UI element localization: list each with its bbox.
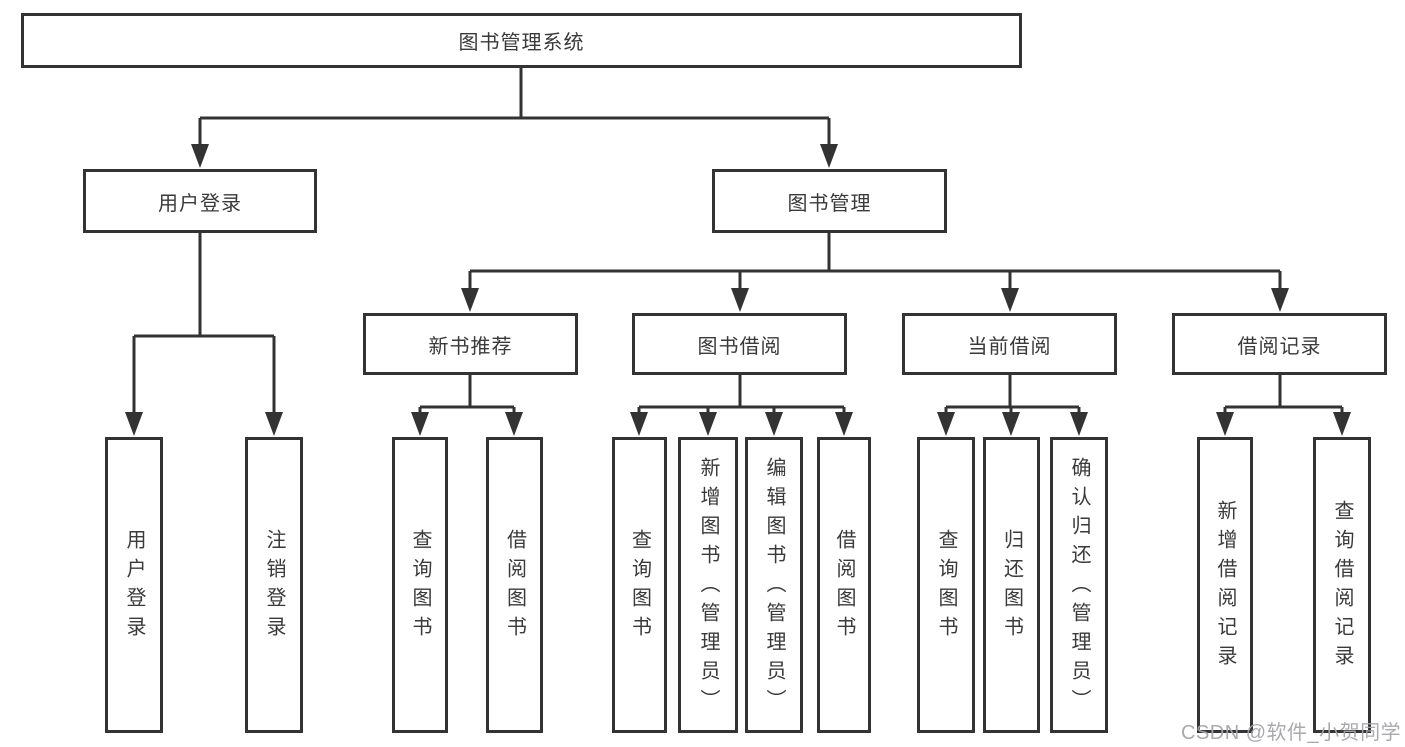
csdn-watermark: CSDN @软件_小贺同学 xyxy=(1181,722,1402,744)
arrow-icon xyxy=(820,144,838,168)
leaf-br-query-record: 查询借阅记录 xyxy=(1313,437,1371,733)
leaf-bb-query-book: 查询图书 xyxy=(612,437,667,733)
connector-book-mgmt xyxy=(468,233,1282,290)
node-new-book-rec: 新书推荐 xyxy=(363,313,578,375)
node-current-borrow: 当前借阅 xyxy=(902,313,1117,375)
arrow-icon xyxy=(505,412,523,436)
node-borrow-record: 借阅记录 xyxy=(1172,313,1387,375)
arrow-icon xyxy=(265,412,283,436)
arrow-icon xyxy=(411,412,429,436)
leaf-br-add-record: 新增借阅记录 xyxy=(1197,437,1253,733)
arrow-icon xyxy=(1216,412,1234,436)
connector-user-login xyxy=(132,233,276,414)
connector-root xyxy=(198,68,831,146)
connector-book-borrow xyxy=(637,375,846,414)
arrow-icon xyxy=(630,412,648,436)
connector-new-book-rec xyxy=(418,375,516,414)
arrow-icon xyxy=(125,412,143,436)
leaf-nbr-borrow-book: 借阅图书 xyxy=(486,437,543,733)
arrow-icon xyxy=(191,144,209,168)
arrow-icon xyxy=(835,412,853,436)
arrow-icon xyxy=(1070,412,1088,436)
leaf-bb-borrow-book: 借阅图书 xyxy=(817,437,871,733)
arrow-icon xyxy=(699,412,717,436)
leaf-cb-query-book: 查询图书 xyxy=(917,437,975,733)
leaf-cb-return-book: 归还图书 xyxy=(983,437,1040,733)
arrow-icon xyxy=(1001,288,1019,312)
node-book-mgmt: 图书管理 xyxy=(712,169,947,233)
arrow-icon xyxy=(1002,412,1020,436)
arrow-icon xyxy=(461,288,479,312)
arrow-icon xyxy=(1271,288,1289,312)
leaf-nbr-query-book: 查询图书 xyxy=(392,437,448,733)
arrow-icon xyxy=(1333,412,1351,436)
arrow-icon xyxy=(765,412,783,436)
connector-current-borrow xyxy=(944,375,1081,414)
node-root: 图书管理系统 xyxy=(21,13,1022,68)
arrow-icon xyxy=(731,288,749,312)
connector-borrow-record xyxy=(1223,375,1344,414)
leaf-bb-add-book-admin: 新增图书（管理员） xyxy=(678,437,738,733)
node-book-borrow: 图书借阅 xyxy=(632,313,847,375)
leaf-user-login: 用户登录 xyxy=(105,437,163,733)
leaf-logout-login: 注销登录 xyxy=(245,437,303,733)
node-user-login: 用户登录 xyxy=(83,169,317,233)
leaf-cb-confirm-return-admin: 确认归还（管理员） xyxy=(1050,437,1108,733)
arrow-icon xyxy=(937,412,955,436)
leaf-bb-edit-book-admin: 编辑图书（管理员） xyxy=(745,437,803,733)
